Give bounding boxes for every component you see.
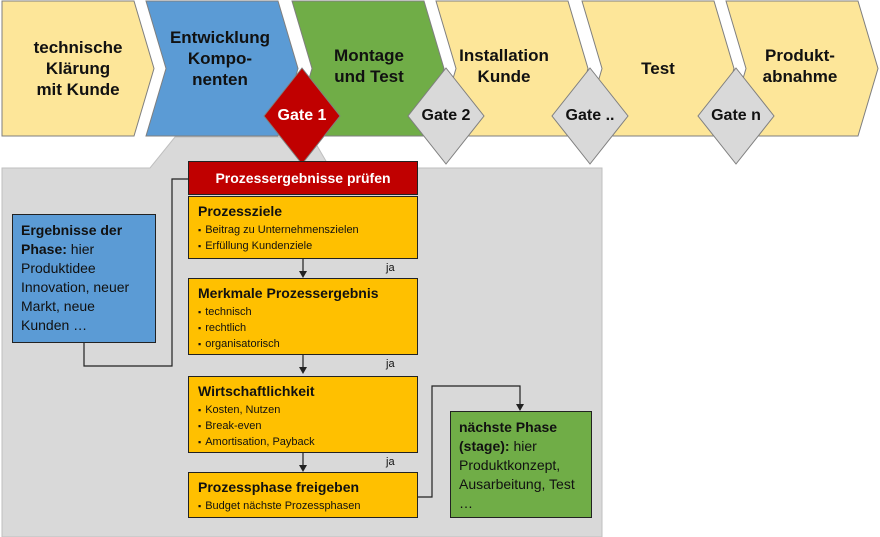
gate-label-4: Gate n — [711, 107, 761, 124]
phase-chevron-5 — [725, 0, 879, 137]
arrowhead-yes-2 — [299, 367, 307, 374]
gate-diamond-4 — [697, 67, 775, 165]
phase-results-title: Ergebnisse der Phase: — [21, 222, 123, 257]
phase-results-text: hier Produktidee Innovation, neuer Markt… — [21, 241, 130, 333]
review-card-wirtschaftlichkeit: Wirtschaftlichkeit Kosten, Nutzen Break-… — [188, 376, 418, 453]
yes-label-2: ja — [386, 358, 395, 370]
card-list: Beitrag zu Unternehmenszielen Erfüllung … — [189, 222, 417, 254]
gate-label-1: Gate 1 — [277, 107, 327, 124]
card-list: Budget nächste Prozessphasen — [189, 498, 417, 514]
connector-review-to-output — [418, 385, 521, 498]
phase-chevron-1 — [145, 0, 299, 137]
gate-diamond-2 — [407, 67, 485, 165]
list-item: Erfüllung Kundenziele — [198, 238, 417, 254]
review-card-merkmale: Merkmale Prozessergebnis technisch recht… — [188, 278, 418, 355]
next-phase-title: nächste Phase (stage): — [459, 419, 558, 454]
phase-label-1: Entwicklung Kompo- nenten — [169, 27, 271, 89]
list-item: Budget nächste Prozessphasen — [198, 498, 417, 514]
gate-label-3: Gate .. — [565, 107, 615, 124]
list-item: Break-even — [198, 418, 417, 434]
connector-input-to-review — [83, 178, 188, 367]
list-item: rechtlich — [198, 320, 417, 336]
list-item: technisch — [198, 304, 417, 320]
phase-results-box: Ergebnisse der Phase: hier Produktidee I… — [12, 214, 156, 343]
gate-label-2: Gate 2 — [421, 107, 471, 124]
list-item: Kosten, Nutzen — [198, 402, 417, 418]
phase-label-0: technische Klärung mit Kunde — [33, 37, 123, 99]
arrowhead-yes-3 — [299, 465, 307, 472]
phase-label-5: Produkt- abnahme — [762, 46, 838, 86]
yes-label-3: ja — [386, 456, 395, 468]
arrowhead-output — [516, 404, 524, 411]
card-list: technisch rechtlich organisatorisch — [189, 304, 417, 352]
review-card-freigeben: Prozessphase freigeben Budget nächste Pr… — [188, 472, 418, 518]
yes-label-1: ja — [386, 262, 395, 274]
phase-chevron-0 — [1, 0, 155, 137]
next-phase-box: nächste Phase (stage): hier Produktkonze… — [450, 411, 592, 518]
card-title: Prozessziele — [198, 203, 283, 219]
review-card-prozessziele: Prozessziele Beitrag zu Unternehmensziel… — [188, 196, 418, 259]
card-title: Wirtschaftlichkeit — [198, 383, 315, 399]
phase-label-3: Installation Kunde — [459, 46, 549, 86]
list-item: Beitrag zu Unternehmenszielen — [198, 222, 417, 238]
list-item: Amortisation, Payback — [198, 434, 417, 450]
card-list: Kosten, Nutzen Break-even Amortisation, … — [189, 402, 417, 450]
card-title: Prozessphase freigeben — [198, 479, 360, 495]
phase-label-4: Test — [641, 58, 675, 78]
arrowhead-yes-1 — [299, 271, 307, 278]
gate-diamond-3 — [551, 67, 629, 165]
list-item: organisatorisch — [198, 336, 417, 352]
next-phase-text: hier Produktkonzept, Ausarbeitung, Test … — [459, 438, 575, 511]
review-header: Prozessergebnisse prüfen — [188, 161, 418, 195]
phase-label-2: Montage und Test — [334, 46, 404, 86]
card-title: Merkmale Prozessergebnis — [198, 285, 379, 301]
